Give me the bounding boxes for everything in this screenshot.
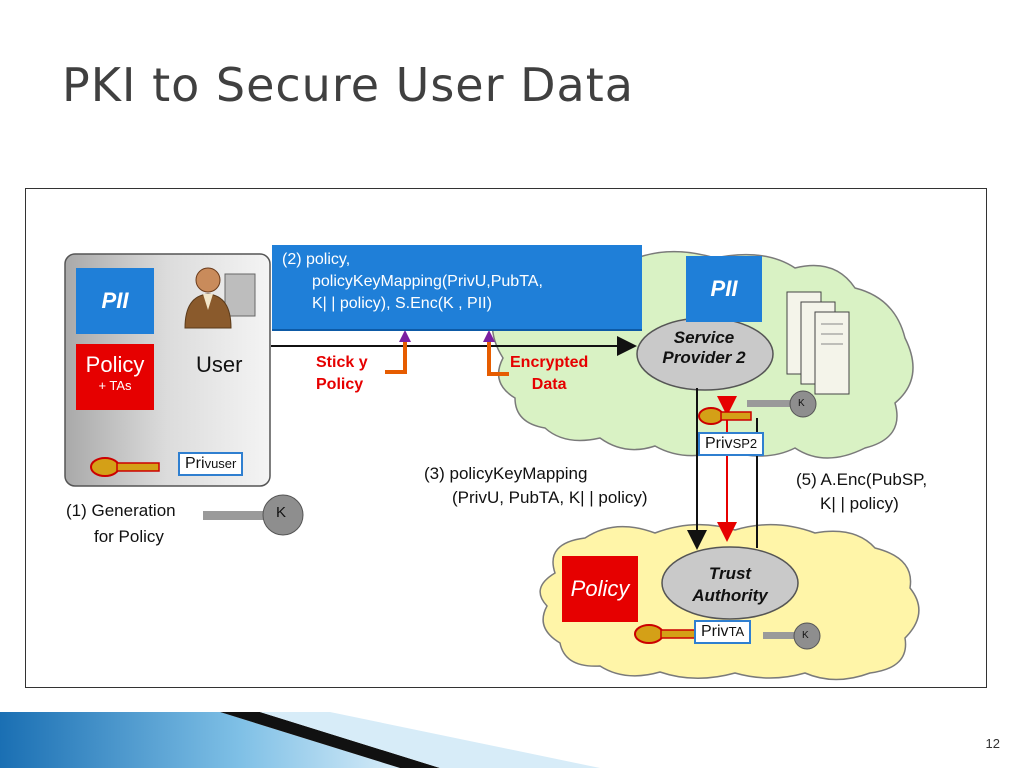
encrypted-data-pointer xyxy=(483,330,509,376)
mapping-label: (3) policyKeyMapping (PrivU, PubTA, K| |… xyxy=(424,462,648,510)
server-stack-icon xyxy=(786,291,850,395)
aenc-line-2: K| | policy) xyxy=(820,494,899,513)
generation-label: (1) Generation for Policy xyxy=(66,498,176,550)
service-provider-name: Service Provider 2 xyxy=(644,328,764,368)
priv-sp2-sub: SP2 xyxy=(732,436,758,451)
ta-gold-key-icon xyxy=(634,624,696,644)
priv-user-prefix: Pri xyxy=(185,455,205,472)
generation-line-2: for Policy xyxy=(94,527,164,546)
sticky-line-2: Policy xyxy=(316,376,364,393)
policy-banner: (2) policy, policyKeyMapping(PrivU,PubTA… xyxy=(272,245,642,331)
trust-authority-name: Trust Authority xyxy=(670,563,790,607)
slide-title: PKI to Secure User Data xyxy=(62,58,634,112)
user-person-icon xyxy=(184,267,256,329)
trust-authority-ellipse xyxy=(661,546,799,620)
encrypted-line-2: Data xyxy=(531,376,567,393)
ta-policy-box: Policy xyxy=(562,556,638,622)
ta-k-key-icon xyxy=(763,622,821,650)
sp-pii-box: PII xyxy=(686,256,762,322)
ta-name-line-1: Trust xyxy=(708,564,752,583)
sp-name-line-2: Provider 2 xyxy=(662,348,746,367)
aenc-label: (5) A.Enc(PubSP, K| | policy) xyxy=(796,468,927,516)
sticky-policy-pointer xyxy=(385,330,411,374)
priv-ta-prefix: Priv xyxy=(701,623,729,640)
footer-stripe xyxy=(0,712,600,768)
priv-user-sub: vuser xyxy=(204,456,237,471)
banner-line-3: K| | policy), S.Enc(K , PII) xyxy=(312,295,492,312)
generation-line-1: (1) Generation xyxy=(66,501,176,520)
sticky-line-1: Stick y xyxy=(316,354,368,371)
priv-sp2-box: PrivSP2 xyxy=(698,432,765,456)
generation-k-key-icon xyxy=(203,494,304,536)
banner-line-2: policyKeyMapping(PrivU,PubTA, xyxy=(312,273,543,290)
sp-k-key-icon xyxy=(747,390,817,418)
priv-sp2-prefix: Priv xyxy=(705,435,733,452)
page-number: 12 xyxy=(985,736,1000,751)
encrypted-line-1: Encrypted xyxy=(510,354,589,371)
user-gold-key-icon xyxy=(90,457,160,477)
ta-key-letter: K xyxy=(802,630,809,641)
priv-ta-sub: TA xyxy=(728,624,745,639)
sticky-policy-label: Stick y Policy xyxy=(316,352,368,396)
user-label: User xyxy=(196,352,243,377)
sp-name-line-1: Service xyxy=(673,328,735,347)
aenc-line-1: (5) A.Enc(PubSP, xyxy=(796,470,928,489)
priv-user-box: Privuser xyxy=(178,452,244,476)
user-policy-tas: + TAs xyxy=(98,378,132,393)
sp-gold-key-icon xyxy=(698,407,752,425)
mapping-line-2: (PrivU, PubTA, K| | policy) xyxy=(452,488,648,507)
user-policy-box: Policy + TAs xyxy=(76,344,154,410)
user-policy-label: Policy xyxy=(85,352,145,377)
sp-key-letter: K xyxy=(798,398,805,409)
priv-ta-box: PrivTA xyxy=(694,620,752,644)
diagram-canvas xyxy=(64,250,920,681)
generation-key-letter: K xyxy=(276,504,287,521)
ta-name-line-2: Authority xyxy=(692,586,768,605)
user-pii-box: PII xyxy=(76,268,154,334)
mapping-line-1: (3) policyKeyMapping xyxy=(424,464,588,483)
encrypted-data-label: Encrypted Data xyxy=(510,352,588,396)
banner-line-1: (2) policy, xyxy=(282,251,351,268)
